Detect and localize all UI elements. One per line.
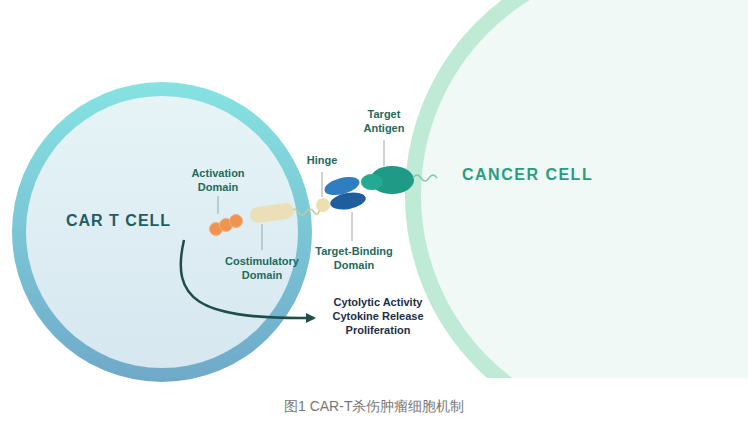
scfv (329, 190, 367, 212)
leader-line (262, 224, 263, 250)
leader-line (352, 212, 353, 241)
cell-name: CAR T CELL (66, 212, 171, 230)
target-antigen (361, 174, 383, 190)
leader-line (218, 196, 219, 214)
part-label: Target Antigen (356, 107, 412, 135)
part-label: Cytolytic Activity Cytokine Release Prol… (318, 295, 438, 337)
part-label: Hinge (297, 153, 347, 167)
cell-name: CANCER CELL (462, 166, 593, 184)
activation-domain (230, 215, 243, 228)
cell-outline (405, 0, 748, 378)
part-label: Target-Binding Domain (306, 244, 402, 272)
cell-outline (10, 80, 314, 384)
leader-line (322, 172, 323, 197)
figure-caption: 图1 CAR-T杀伤肿瘤细胞机制 (284, 398, 464, 416)
leader-line (384, 140, 385, 166)
signal-arrow (181, 240, 314, 318)
costimulatory-domain (249, 202, 295, 224)
cancer-cell: CANCER CELL (405, 0, 748, 378)
car-t-cell: CAR T CELL (10, 80, 314, 384)
hinge (316, 198, 330, 212)
part-label: Costimulatory Domain (217, 254, 307, 282)
transmembrane (290, 208, 320, 215)
antigen-anchor (413, 175, 437, 181)
part-label: Activation Domain (183, 166, 253, 194)
